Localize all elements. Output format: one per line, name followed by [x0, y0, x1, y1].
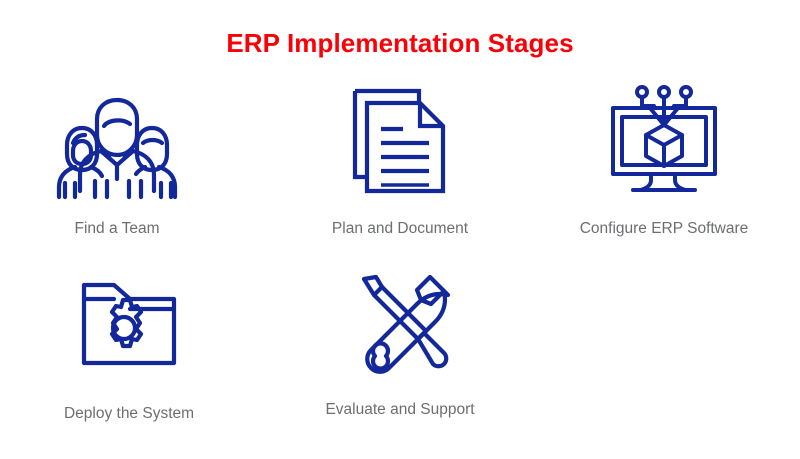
team-icon [0, 85, 237, 205]
stage-label: Deploy the System [63, 405, 195, 422]
monitor-cube-network-icon [544, 82, 784, 202]
stage-label: Configure ERP Software [579, 220, 749, 237]
stage-item-deploy-the-system[interactable]: Deploy the System [9, 263, 249, 424]
documents-icon [280, 82, 520, 202]
stage-label: Plan and Document [331, 220, 469, 237]
page-title: ERP Implementation Stages [226, 28, 574, 58]
stage-item-plan-and-document[interactable]: Plan and Document [280, 82, 520, 239]
stage-item-find-a-team[interactable]: Find a Team [0, 85, 237, 239]
wrench-screwdriver-icon [280, 264, 520, 384]
stage-label: Find a Team [74, 220, 160, 237]
stage-label: Evaluate and Support [325, 401, 475, 418]
folder-gear-icon [9, 263, 249, 383]
stage-item-configure-erp-software[interactable]: Configure ERP Software [544, 82, 784, 239]
stage-item-evaluate-and-support[interactable]: Evaluate and Support [280, 264, 520, 420]
